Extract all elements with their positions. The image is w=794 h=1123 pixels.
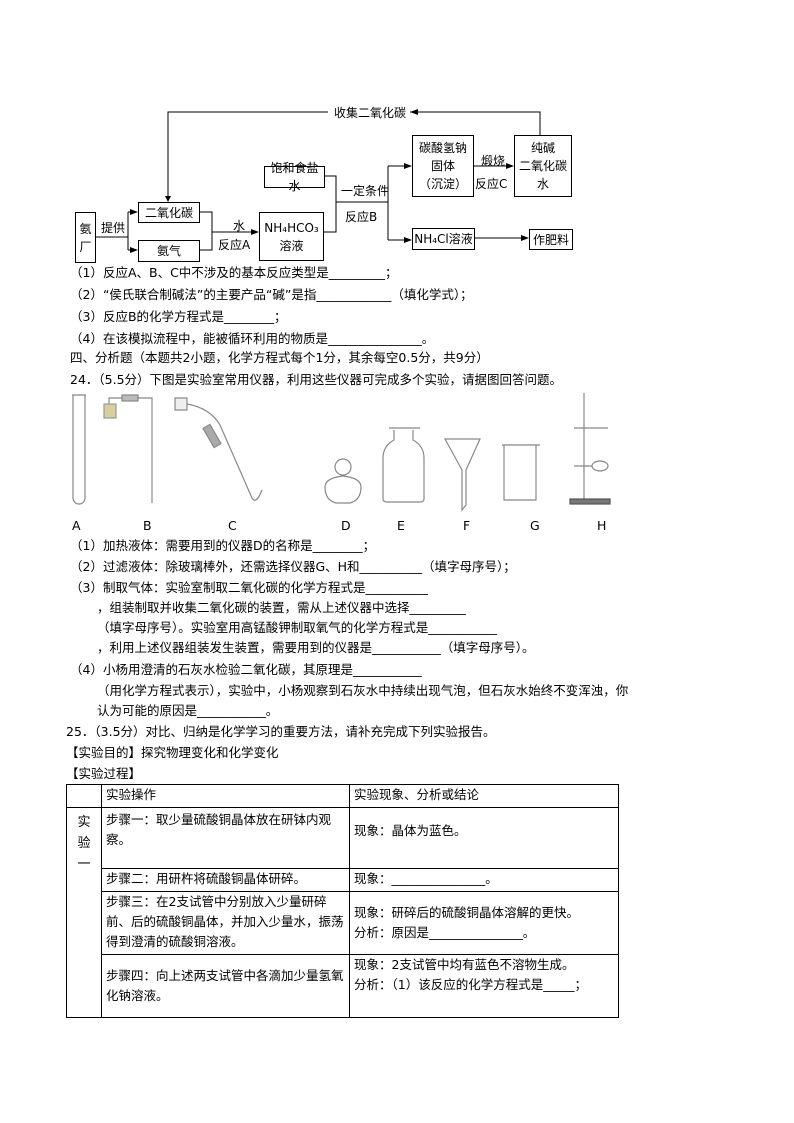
nh4hco3-box: NH₄HCO₃ 溶液 [259,212,324,261]
nh4cl-box: NH₄Cl溶液 [412,228,475,250]
ammonia-label: 氨气 [156,244,181,258]
label-f: F [463,518,471,533]
co2-label: 二氧化碳 [144,205,193,220]
ammonia-plant-box: 氨厂 [75,212,96,263]
bent-tube-icon [103,394,153,503]
label-g: G [530,518,540,533]
step-result: 现象：研碎后的硫酸铜晶体溶解的更快。分析：原因是_______________。 [349,891,619,955]
calcine-label: 煅烧 [481,154,506,168]
test-tube-icon [72,394,86,505]
q24-4-cont1: （用化学方程式表示），实验中，小杨观察到石灰水中持续出现气泡，但石灰水始终不变浑… [97,683,629,698]
nh4cl-label: NH₄Cl溶液 [414,232,473,246]
q24-3-cont1: ，组装制取并收集二氧化碳的装置，需从上述仪器中选择_________ [97,600,466,615]
q23-4: （4）在该模拟流程中，能被循环利用的物质是_______________。 [70,331,435,346]
nahco3-solid-label: 固体 [430,159,455,173]
q24-3: （3）制取气体：实验室制取二氧化碳的化学方程式是__________ [70,580,428,595]
flowchart-lines [95,109,541,253]
brine-label: 饱和食盐水 [270,161,319,193]
nh4hco3-label: NH₄HCO₃ [264,220,319,235]
q25-title: 25．（3.5分）对比、归纳是化学学习的重要方法，请补充完成下列实验报告。 [66,724,496,739]
q24-4: （4）小杨用澄清的石灰水检验二氧化碳，其原理是___________ [70,662,422,677]
label-b: B [143,518,152,533]
fertilizer-label: 作肥料 [532,232,569,247]
label-c: C [228,518,237,533]
step-result: 现象：晶体为蓝色。 [349,807,619,869]
experiment-table: 实验操作 实验现象、分析或结论 实验一 步骤一：取少量硫酸铜晶体放在研钵内观察。… [66,784,619,1018]
alcohol-lamp-icon [324,458,362,504]
table-row: 步骤四：向上述两支试管中各滴加少量氢氧化钠溶液。 现象：2支试管中均有蓝色不溶物… [67,954,619,1018]
table-row: 步骤二：用研杵将硫酸铜晶体研碎。 现象：_______________。 [67,868,619,892]
condition-label: 一定条件 [341,184,390,198]
experiment-purpose: 【实验目的】探究物理变化和化学变化 [66,745,279,760]
group-label: 实验一 [66,807,102,1018]
table-header-row: 实验操作 实验现象、分析或结论 [66,784,619,808]
reaction-a-label: 反应A [218,238,251,252]
q24-3-cont2: （填字母序号）。实验室用高锰酸钾制取氧气的化学方程式是___________ [97,620,498,635]
product-co2-label: 二氧化碳 [518,159,567,173]
q23-3: （3）反应B的化学方程式是________； [70,309,287,324]
label-h: H [597,518,607,533]
q24-3-cont3: ，利用上述仪器组装发生装置，需要用到的仪器是___________（填字母序号）… [97,640,535,655]
delivery-tube-icon [174,397,263,501]
supply-label: 提供 [101,221,126,235]
step-op: 步骤四：向上述两支试管中各滴加少量氢氧化钠溶液。 [101,954,350,1018]
step-result: 现象：2支试管中均有蓝色不溶物生成。分析：（1）该反应的化学方程式是_____； [349,954,619,1018]
nahco3-box: 碳酸氢钠固体 （沉淀） [412,135,474,197]
label-d: D [341,518,351,533]
ammonia-box: 氨气 [138,240,200,262]
step-op: 步骤一：取少量硫酸铜晶体放在研钵内观察。 [101,807,350,869]
step-op: 步骤三：在2支试管中分别放入少量研碎前、后的硫酸铜晶体，并加入少量水，振荡得到澄… [101,891,350,955]
fertilizer-box: 作肥料 [529,229,573,250]
q23-1: （1）反应A、B、C中不涉及的基本反应类型是_________； [70,265,398,280]
co2-box: 二氧化碳 [138,202,200,223]
header-operation: 实验操作 [101,784,350,808]
funnel-icon [443,438,481,512]
q24-2: （2）过滤液体：除玻璃棒外，还需选择仪器G、H和__________（填字母序号… [70,559,516,574]
ammonia-plant-label: 氨厂 [79,221,92,254]
q24-1: （1）加热液体：需要用到的仪器D的名称是________； [70,538,376,553]
table-row: 实验一 步骤一：取少量硫酸铜晶体放在研钵内观察。 现象：晶体为蓝色。 [66,807,619,1018]
step-result: 现象：_______________。 [349,868,619,892]
nahco3-precipitate-label: （沉淀） [418,177,467,191]
header-result: 实验现象、分析或结论 [349,784,619,808]
collect-co2-label: 收集二氧化碳 [334,106,407,120]
wide-mouth-bottle-icon [382,427,425,503]
q24-title: 24．（5.5分）下图是实验室常用仪器，利用这些仪器可完成多个实验，请据图回答问… [70,372,563,387]
soda-ash-label: 纯碱 [530,141,555,155]
label-e: E [397,518,405,533]
beaker-icon [502,444,540,501]
reaction-b-label: 反应B [345,210,378,224]
brine-box: 饱和食盐水 [264,161,325,193]
experiment-process: 【实验过程】 [66,766,142,781]
header-blank [66,784,102,808]
products-box: 纯碱二氧化碳水 [514,135,572,197]
water-label: 水 [233,219,246,233]
section-heading: 四、分析题（本题共2小题，化学方程式每个1分，其余每空0.5分，共9分） [70,350,489,365]
table-row: 步骤三：在2支试管中分别放入少量研碎前、后的硫酸铜晶体，并加入少量水，振荡得到澄… [67,891,619,955]
label-a: A [72,518,81,533]
q24-4-cont2: 认为可能的原因是___________。 [97,703,279,718]
step-op: 步骤二：用研杵将硫酸铜晶体研碎。 [101,868,350,892]
iron-stand-icon [569,393,611,505]
reaction-c-label: 反应C [475,177,508,191]
solution-label: 溶液 [279,238,304,253]
nahco3-label: 碳酸氢钠 [418,141,467,155]
q23-2: （2）“侯氏联合制碱法”的主要产品“碱”是指____________（填化学式）… [70,287,473,302]
product-water-label: 水 [536,177,549,191]
